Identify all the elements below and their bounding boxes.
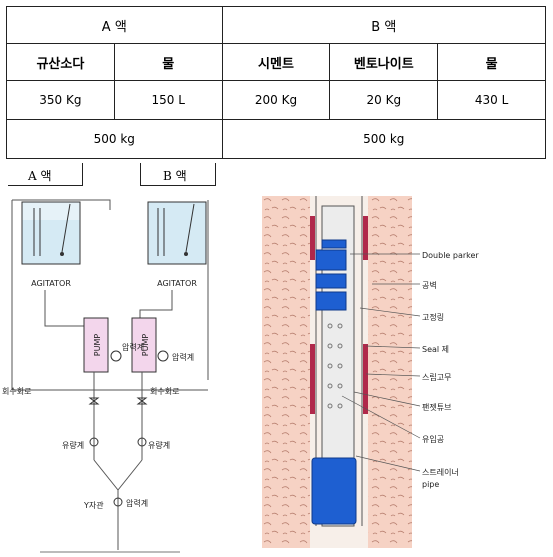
label-double-packer: Double parker — [422, 251, 479, 260]
pressure-gauge-main-label: 압력계 — [126, 498, 148, 508]
label-strainer: 스트레이너 — [422, 467, 459, 477]
total-a: 500 kg — [6, 119, 223, 159]
label-seal: Seal 제 — [422, 345, 449, 354]
val-water-b: 430 L — [437, 80, 546, 120]
total-b: 500 kg — [221, 119, 547, 159]
label-b: B 액 — [163, 169, 187, 183]
agitator-a-label: AGITATOR — [31, 279, 71, 288]
label-a: A 액 — [28, 169, 52, 183]
group-b-header: B 액 — [221, 6, 547, 44]
col-water-a: 물 — [113, 43, 223, 81]
label-a-box — [8, 163, 83, 186]
flowmeter-b-label: 유량계 — [148, 440, 170, 450]
return-circuit-b-label: 회수회로 — [150, 387, 179, 396]
label-slip-rubber: 스립고무 — [422, 373, 451, 382]
pump-a-label: PUMP — [93, 334, 102, 357]
pump-b-label: PUMP — [141, 334, 150, 357]
label-fixing-ring: 고정링 — [422, 312, 444, 322]
return-circuit-a-label: 회수회로 — [2, 387, 31, 396]
grout-injection-schematic: AGITATOR AGITATOR PUMP PUMP 압력계 압력계 회수회로… — [2, 199, 209, 553]
val-bentonite: 20 Kg — [329, 80, 439, 120]
double-packer-section: Double parker 공벽 고정링 Seal 제 스립고무 팬젯튜브 유입… — [262, 196, 479, 548]
label-borehole-wall: 공벽 — [422, 280, 437, 290]
col-bentonite: 벤토나이트 — [329, 43, 439, 81]
mix-ratio-table: A 액 B 액 규산소다 물 시멘트 벤토나이트 물 350 Kg 150 L … — [6, 6, 547, 159]
col-water-b: 물 — [437, 43, 546, 81]
flowmeter-a-label: 유량계 — [62, 440, 84, 450]
label-pipe: pipe — [422, 480, 439, 489]
label-inflow-hole: 유입공 — [422, 435, 444, 444]
val-sodium-silicate: 350 Kg — [6, 80, 115, 120]
val-water-a: 150 L — [113, 80, 223, 120]
pressure-gauge-b-label: 압력계 — [172, 352, 194, 362]
val-cement: 200 Kg — [221, 80, 331, 120]
agitator-b-label: AGITATOR — [157, 279, 197, 288]
pressure-gauge-a-label: 압력계 — [122, 342, 144, 352]
label-panjet-tube: 팬젯튜브 — [422, 402, 451, 412]
label-b-box — [140, 163, 216, 186]
group-a-header: A 액 — [6, 6, 223, 44]
y-pipe-label: Y자관 — [83, 500, 104, 510]
col-cement: 시멘트 — [221, 43, 331, 81]
col-sodium-silicate: 규산소다 — [6, 43, 115, 81]
